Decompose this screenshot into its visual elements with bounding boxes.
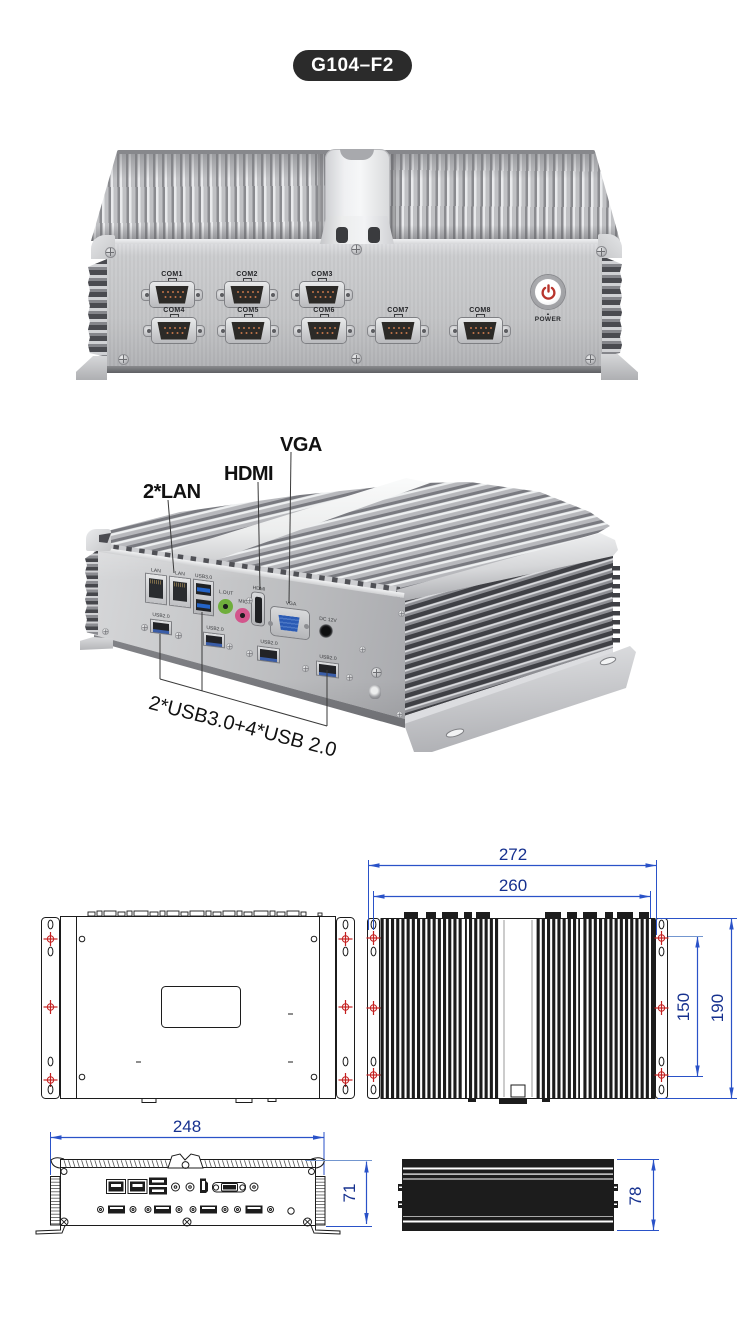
svg-text:150: 150 xyxy=(674,993,693,1021)
svg-text:78: 78 xyxy=(626,1187,645,1206)
svg-text:190: 190 xyxy=(708,994,727,1022)
svg-text:248: 248 xyxy=(173,1117,201,1136)
svg-text:71: 71 xyxy=(340,1184,359,1203)
svg-text:260: 260 xyxy=(499,876,527,895)
svg-text:272: 272 xyxy=(499,845,527,864)
